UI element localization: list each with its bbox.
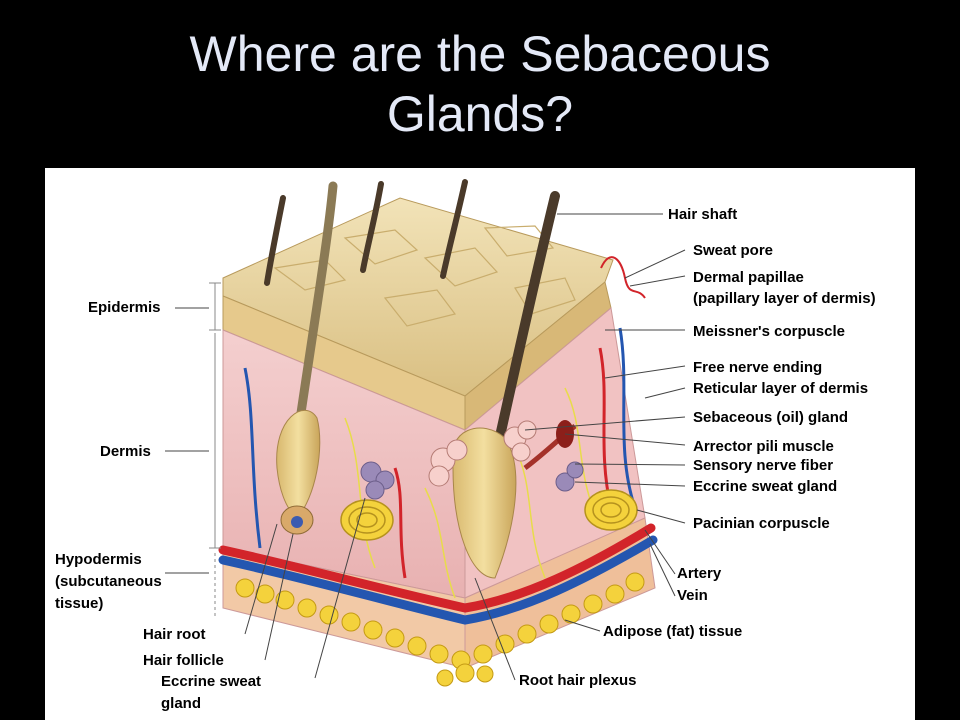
label-papillary-layer: (papillary layer of dermis) <box>693 290 876 307</box>
label-sebaceous-gland: Sebaceous (oil) gland <box>693 409 849 426</box>
label-sensory-nerve-fiber: Sensory nerve fiber <box>693 457 834 474</box>
label-vein: Vein <box>677 587 708 604</box>
label-eccrine-gland: gland <box>161 695 201 712</box>
label-hair-follicle: Hair follicle <box>143 652 224 669</box>
leader-lines <box>165 213 686 681</box>
label-arrector-pili: Arrector pili muscle <box>693 438 834 455</box>
layer-brackets <box>209 282 221 618</box>
hair-2 <box>264 195 286 286</box>
vessel-branch-2 <box>393 467 407 579</box>
label-epidermis: Epidermis <box>88 299 161 316</box>
label-root-hair-plexus: Root hair plexus <box>519 672 637 689</box>
eccrine-gland-right <box>555 461 584 492</box>
adipose-globules <box>235 572 645 687</box>
label-hair-shaft: Hair shaft <box>668 206 738 223</box>
label-meissners-corpuscle: Meissner's corpuscle <box>693 323 845 340</box>
slide-title: Where are the Sebaceous Glands? <box>0 24 960 144</box>
hair-3 <box>360 181 384 273</box>
eccrine-gland-left <box>360 461 395 500</box>
label-pacinian-corpuscle: Pacinian corpuscle <box>693 515 830 532</box>
hair-4 <box>440 179 468 279</box>
label-sweat-pore: Sweat pore <box>693 242 774 259</box>
label-artery: Artery <box>677 565 722 582</box>
label-subcutaneous: (subcutaneous <box>55 573 162 590</box>
label-eccrine-sweat: Eccrine sweat <box>161 673 262 690</box>
label-dermal-papillae: Dermal papillae <box>693 269 804 286</box>
label-tissue: tissue) <box>55 595 104 612</box>
pacinian-corpuscle-shape <box>340 489 638 541</box>
label-hypodermis: Hypodermis <box>55 551 142 568</box>
vessel-branch-3 <box>618 327 637 509</box>
slide-title-line-1: Where are the Sebaceous <box>189 26 771 82</box>
label-adipose-tissue: Adipose (fat) tissue <box>603 623 743 640</box>
skin-illustration <box>165 179 686 687</box>
slide-title-line-2: Glands? <box>386 86 574 142</box>
right-follicle <box>451 427 517 579</box>
label-hair-root: Hair root <box>143 626 206 643</box>
label-eccrine-sweat-gland: Eccrine sweat gland <box>693 478 838 495</box>
vein-vessel <box>218 535 658 625</box>
left-hair-follicle <box>276 409 321 519</box>
artery-vessel <box>218 523 656 613</box>
vessel-branch-4 <box>598 347 613 509</box>
label-free-nerve-ending: Free nerve ending <box>693 359 823 376</box>
label-dermis: Dermis <box>100 443 151 460</box>
label-reticular-layer: Reticular layer of dermis <box>693 380 869 397</box>
vessel-branch-1 <box>243 367 262 549</box>
sebaceous-gland-shape <box>428 420 537 487</box>
right-hair-shaft <box>488 191 560 473</box>
skin-diagram: Hair shaft Sweat pore Dermal papillae (p… <box>45 168 915 720</box>
